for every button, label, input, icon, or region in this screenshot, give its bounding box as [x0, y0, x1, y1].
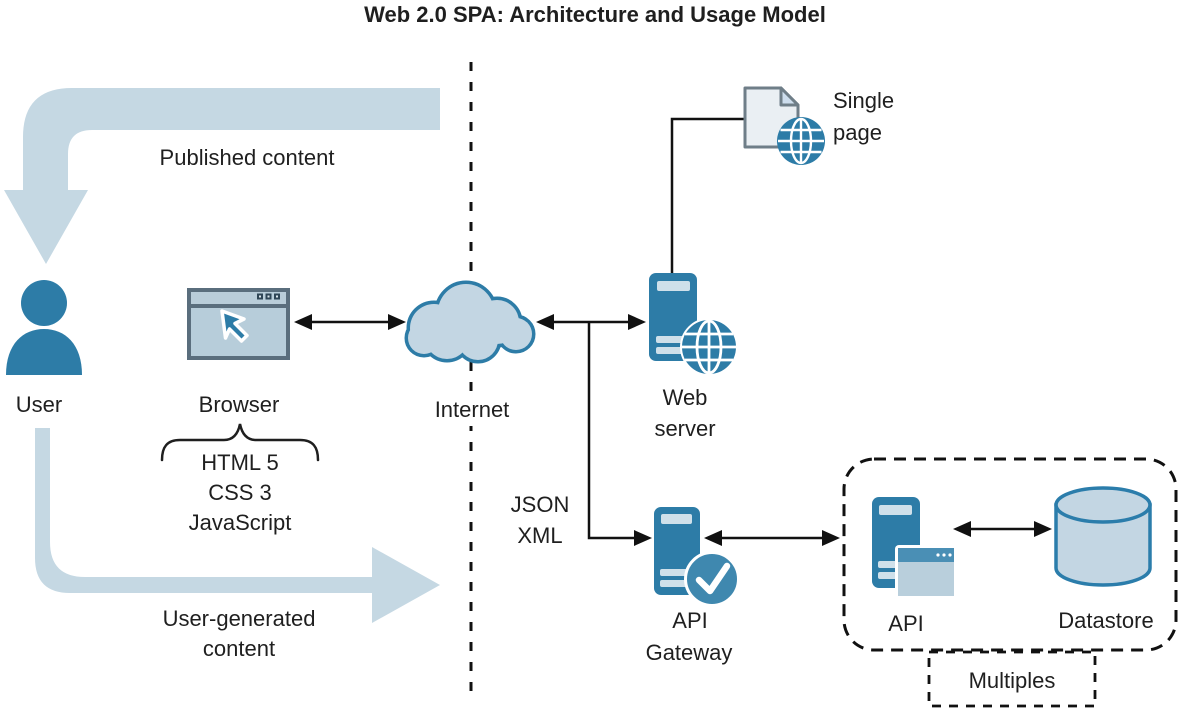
user-generated-arrow	[35, 428, 440, 623]
tech-html: HTML 5	[201, 450, 278, 475]
web-server-label-line1: Web	[663, 385, 708, 410]
api-gateway-label-line2: Gateway	[646, 640, 733, 665]
arrow-internet-webserver	[536, 314, 646, 330]
arrow-browser-internet	[294, 314, 406, 330]
arrow-api-datastore	[953, 521, 1052, 537]
api-gateway-icon	[654, 507, 740, 607]
web-server-icon	[649, 273, 738, 376]
single-page-label-line2: page	[833, 120, 882, 145]
connector-singlepage-webserver	[670, 117, 747, 274]
globe-icon	[777, 117, 825, 165]
multiples-tag-box	[927, 650, 1097, 708]
multiples-label: Multiples	[969, 668, 1056, 693]
payload-xml-label: XML	[517, 523, 562, 548]
single-page-label-line1: Single	[833, 88, 894, 113]
tech-css: CSS 3	[208, 480, 272, 505]
diagram-title: Web 2.0 SPA: Architecture and Usage Mode…	[364, 2, 826, 27]
internet-label: Internet	[435, 397, 510, 422]
browser-label: Browser	[199, 392, 280, 417]
connector-json-branch	[587, 322, 652, 546]
published-content-arrow	[4, 88, 440, 264]
check-icon	[684, 551, 740, 607]
cursor-icon	[220, 309, 249, 343]
globe-icon	[680, 318, 738, 376]
browser-icon	[187, 288, 290, 360]
datastore-label: Datastore	[1058, 608, 1153, 633]
arrow-gateway-backend	[704, 530, 840, 546]
browser-tech-brace	[160, 423, 320, 462]
api-gateway-label-line1: API	[672, 608, 707, 633]
published-content-label: Published content	[160, 145, 335, 170]
tech-javascript: JavaScript	[189, 510, 292, 535]
internet-cloud-icon	[404, 280, 536, 364]
app-window-icon	[895, 545, 957, 599]
single-page-icon	[743, 86, 825, 165]
datastore-icon	[1054, 486, 1152, 587]
internet-label-backdrop	[428, 394, 516, 426]
payload-json-label: JSON	[511, 492, 570, 517]
user-generated-label-line2: content	[203, 636, 275, 661]
api-icon	[872, 497, 957, 599]
user-generated-label-line1: User-generated	[163, 606, 316, 631]
user-label: User	[16, 392, 62, 417]
web-server-label-line2: server	[654, 416, 715, 441]
backend-boundary-box	[842, 457, 1178, 652]
user-icon	[6, 280, 82, 375]
api-label: API	[888, 611, 923, 636]
